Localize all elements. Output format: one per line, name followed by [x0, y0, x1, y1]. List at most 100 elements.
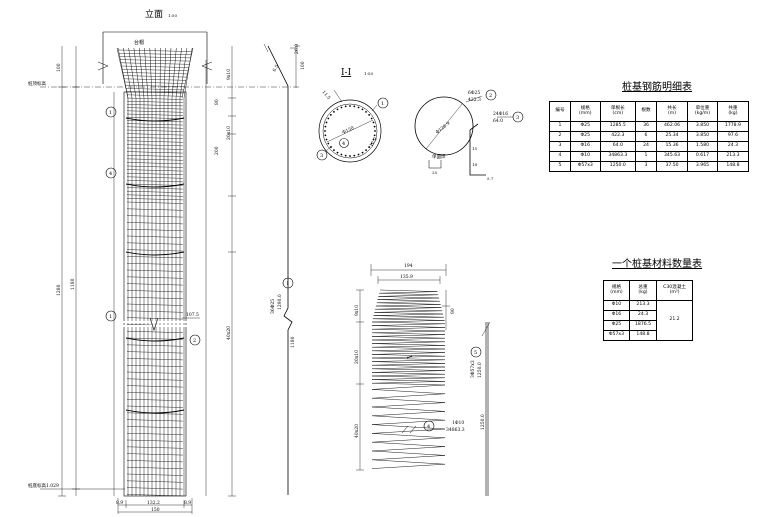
stiffener-dim-1: 25 — [432, 170, 438, 175]
cage-hoop — [126, 405, 184, 408]
material-cell: 148.8 — [628, 330, 658, 341]
section-rebar-dot — [344, 154, 347, 157]
cage-hoop — [126, 137, 184, 139]
cage-flare-bar — [183, 47, 193, 99]
cage-hoop — [127, 94, 183, 97]
material-cell: Φ25 — [603, 320, 630, 331]
spiral-segment — [371, 332, 446, 335]
section-rebar-dot — [340, 153, 343, 156]
spiral-segment — [371, 419, 446, 425]
lap-dim: 107.5 — [186, 312, 199, 318]
rebar-cell: Φ16 — [569, 141, 601, 152]
rebar-cell: 1250.0 — [599, 161, 637, 172]
cage-hoop — [126, 97, 184, 100]
dim-bottom-left: 8.9 — [116, 500, 123, 506]
spiral-segment — [371, 379, 446, 382]
cage-hoop — [126, 162, 184, 165]
rebar-cell: 3 — [549, 141, 571, 152]
spiral-rebar-length: 34863.3 — [446, 427, 465, 433]
material-cell: Φ10 — [603, 300, 630, 311]
spiral-segment — [371, 389, 446, 395]
cage-hoop — [126, 297, 184, 299]
cage-hoop — [126, 433, 184, 435]
weld-label: 单面焊 — [432, 153, 446, 160]
level-bottom-label: 桩底标高1.029 — [28, 482, 59, 489]
spiral-segment — [376, 300, 440, 304]
cage-hoop — [124, 78, 186, 81]
rebar-cell: 15.36 — [655, 141, 689, 152]
section-diameter: Φ150 — [341, 125, 355, 136]
rebar-cell: 3.850 — [687, 131, 718, 142]
cage-hoop — [126, 151, 184, 154]
cage-hoop — [126, 169, 184, 172]
section-rebar-dot — [370, 117, 373, 120]
spiral-rebar-label: 1Φ10 — [452, 420, 464, 426]
spiral-segment — [371, 341, 446, 344]
section-rebar-dot — [329, 114, 332, 116]
pile-body — [123, 91, 187, 497]
cage-hoop — [126, 107, 184, 110]
dim-bottom-total: 150 — [151, 507, 160, 513]
spiral-segment — [371, 406, 446, 412]
spiral-segment — [371, 364, 446, 368]
spiral-segment — [371, 402, 446, 408]
material-cell: 1876.5 — [628, 320, 658, 331]
section-rebar-dot — [353, 105, 356, 108]
spiral-segment — [377, 297, 440, 300]
stiffener-dim-3: 18 — [472, 162, 478, 167]
section-rebar-dot — [324, 134, 327, 137]
section-rebar-dot — [361, 108, 364, 111]
cage-flare-bar — [128, 47, 137, 99]
rebar-cell: 37.50 — [655, 161, 689, 172]
tube-marker: 5 — [474, 350, 477, 356]
spiral-segment — [374, 312, 444, 315]
elevation-title: 立面 — [145, 8, 163, 20]
spiral-dim-1: 9x10 — [354, 305, 360, 316]
stiffener-top-label: 6Φ25 — [468, 90, 480, 96]
rebar-cell: 36 — [635, 121, 657, 132]
rebar-table: 编号 规格 (mm) 单根长 (cm) 根数 共长 (m) 单位重 (kg/m)… — [549, 101, 750, 172]
dim-left-cage: 1180 — [70, 278, 76, 290]
spiral-dim-3: 40x20 — [354, 424, 360, 438]
cage-hoop — [126, 113, 184, 116]
rebar-cell: 97.6 — [716, 131, 750, 142]
side-rebar-length: 1290.0 — [277, 294, 283, 310]
spiral-segment — [371, 411, 446, 417]
cage-hoop — [126, 144, 184, 147]
spiral-segment — [373, 315, 444, 318]
spiral-segment — [371, 330, 446, 334]
side-rebar-label: 36Φ25 — [270, 299, 276, 314]
spiral-segment — [371, 424, 446, 430]
rebar-cell: 213.3 — [716, 151, 750, 162]
cage-hoop — [126, 263, 184, 265]
rebar-cell: 1 — [635, 151, 657, 162]
cage-hoop — [126, 317, 184, 320]
cage-hoop — [126, 426, 184, 429]
spiral-segment — [371, 384, 446, 390]
rebar-cell: Φ25 — [569, 121, 601, 132]
main-rebar-shape — [263, 43, 300, 495]
cage-hoop — [126, 290, 184, 293]
spiral-segment — [371, 352, 446, 355]
spiral-segment — [371, 381, 446, 384]
section-title: I-I — [341, 68, 352, 78]
spiral-segment — [377, 299, 440, 302]
section-spacing: 12.2 — [369, 136, 379, 148]
cage-hoop — [119, 53, 191, 55]
cage-hoop — [126, 235, 184, 238]
rebar-cell: 1778.9 — [716, 121, 750, 132]
spiral-segment — [371, 459, 446, 465]
spiral-segment — [371, 359, 446, 362]
section-rebar-dot — [357, 153, 360, 156]
section-rebar-dot — [372, 121, 375, 124]
dim-right-2: 80 — [214, 99, 220, 105]
cage-hoop — [120, 59, 190, 62]
cage-hoop — [126, 480, 184, 483]
cage-hoop — [126, 201, 184, 204]
section-rebar-dot — [344, 105, 347, 108]
pile-cap-outline — [102, 31, 208, 84]
